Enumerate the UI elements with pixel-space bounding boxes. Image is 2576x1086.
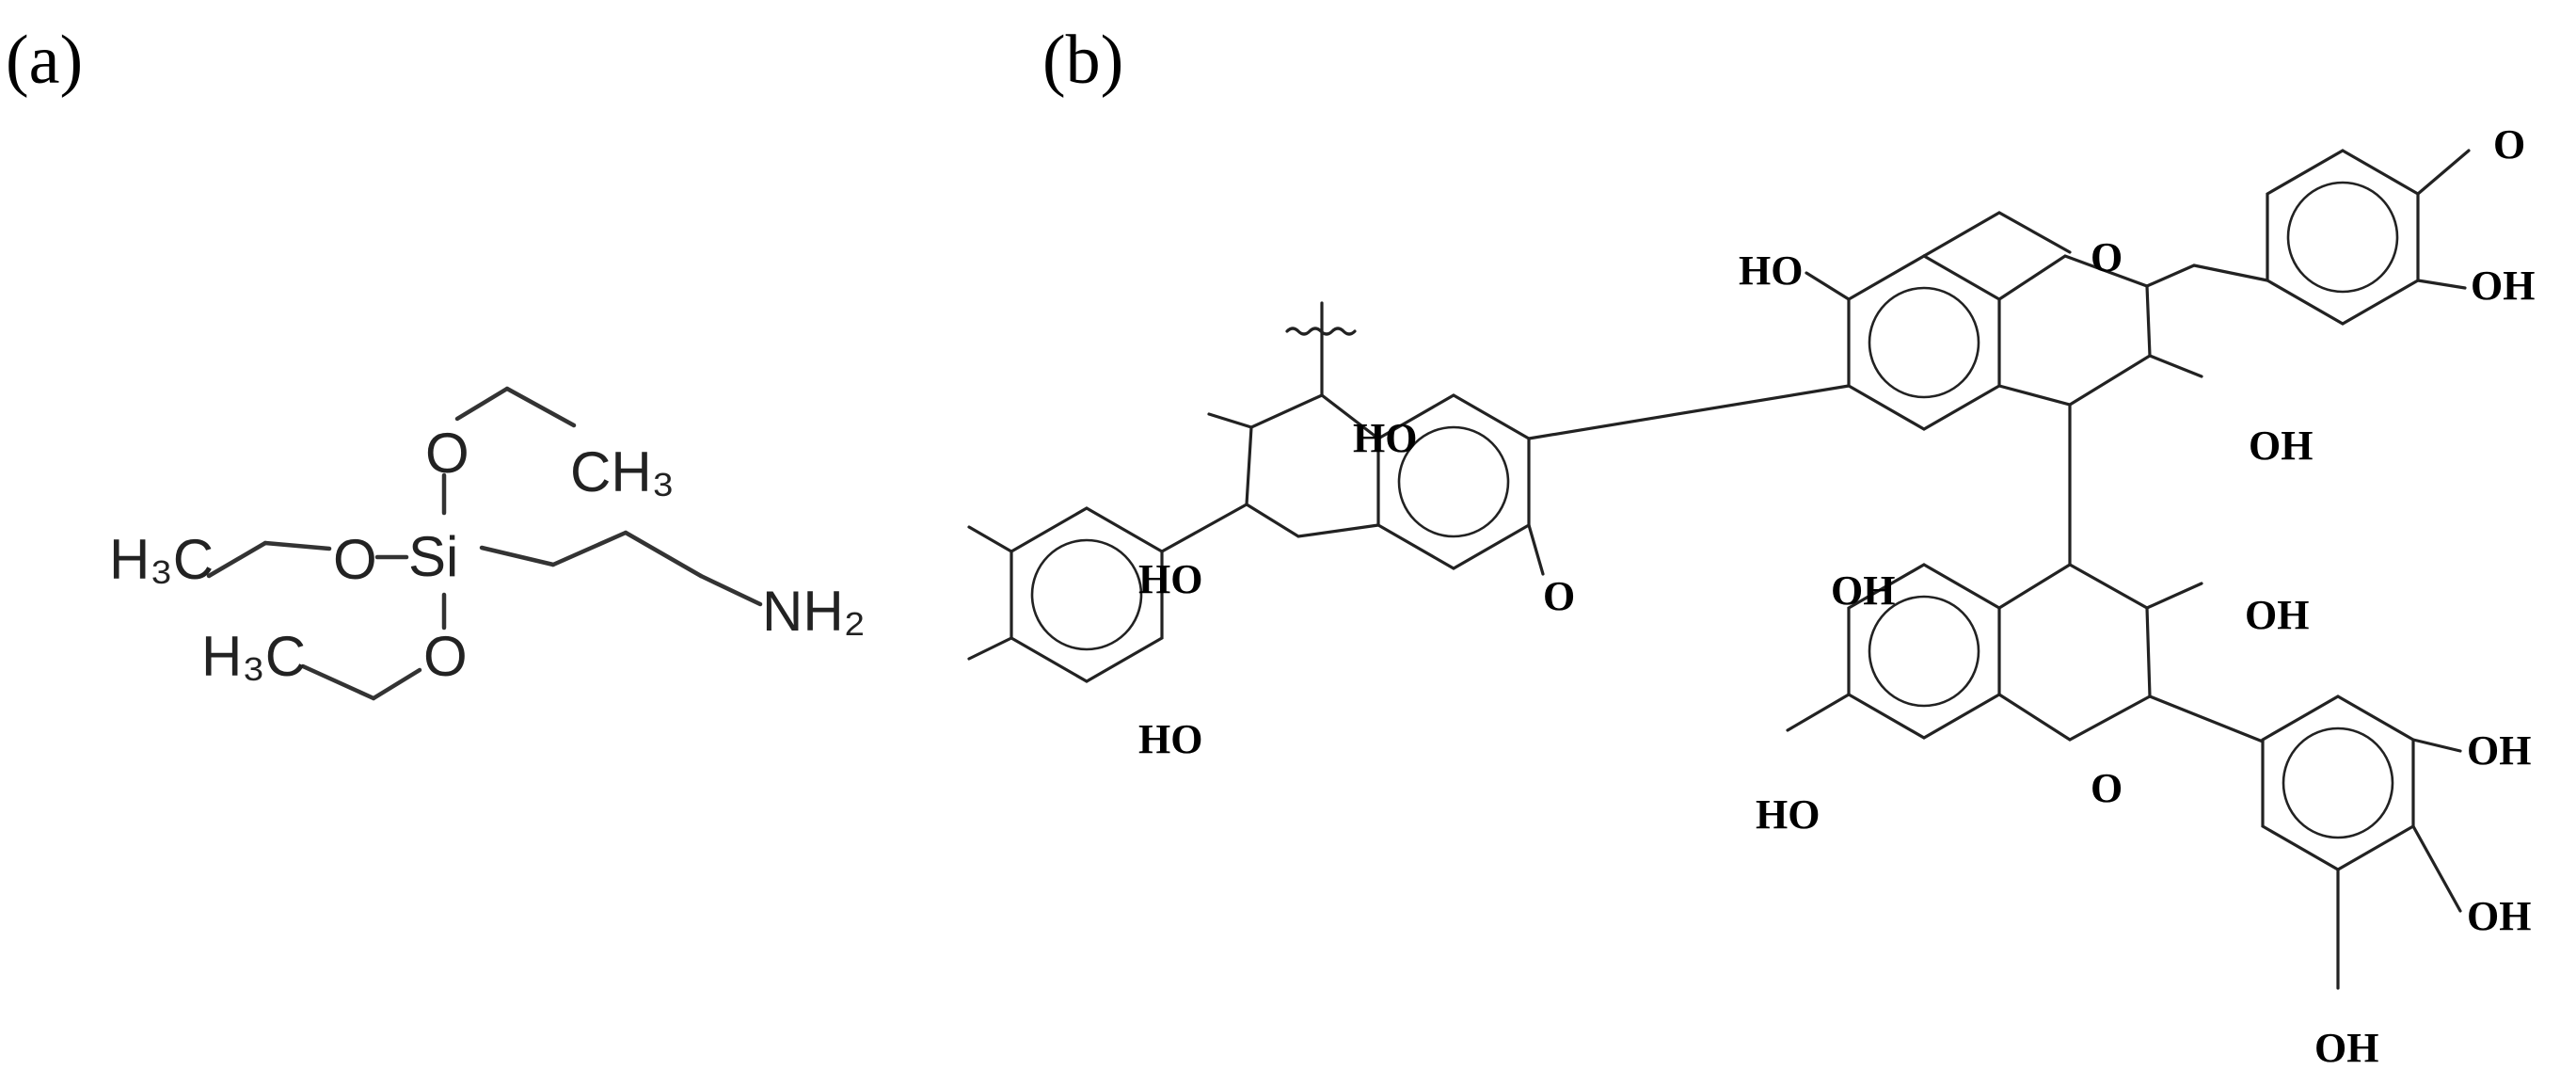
atom-oh-left-a: OH bbox=[1831, 567, 1895, 614]
ring-chroman-bottom bbox=[1786, 403, 2265, 743]
ring-pyrogallol bbox=[2261, 695, 2462, 990]
atom-ho-top: HO bbox=[1739, 248, 1803, 294]
ring-chroman-top bbox=[1805, 211, 2269, 431]
atom-oh-pyro-2: OH bbox=[2467, 893, 2531, 939]
atom-o-ring-bottom: O bbox=[2091, 765, 2123, 811]
atom-nh2: NH₂ bbox=[762, 580, 866, 643]
panel-label-a: (a) bbox=[6, 22, 83, 99]
atom-ho-bottom: HO bbox=[1756, 791, 1820, 838]
atom-o-bottom: O bbox=[423, 625, 468, 688]
molecule-tannin: O HO O OH OH HO HO HO O OH OH O HO OH OH… bbox=[967, 121, 2535, 1071]
atom-oh-pyro-3: OH bbox=[2314, 1025, 2378, 1071]
atom-o-top: O bbox=[425, 422, 469, 485]
atom-ho-c3-left: HO bbox=[1353, 415, 1417, 461]
atom-o-top-right: O bbox=[2493, 121, 2525, 168]
aptes-bonds bbox=[206, 386, 763, 701]
atom-ch3-top: CH₃ bbox=[570, 440, 675, 503]
molecule-aptes: O CH₃ H₃C O Si NH₂ H₃C O bbox=[109, 386, 866, 701]
atom-o-left: O bbox=[333, 528, 377, 591]
ring-catechol-left bbox=[967, 506, 1164, 683]
atom-ho-catechol-2: HO bbox=[1138, 716, 1202, 762]
atom-h3c-bottom: H₃C bbox=[201, 625, 306, 688]
atom-oh-c3-bottom: OH bbox=[2245, 592, 2309, 638]
atom-o-ring-top: O bbox=[2091, 234, 2123, 280]
atom-oh-catechol-top: OH bbox=[2471, 263, 2535, 309]
atom-ho-catechol-1: HO bbox=[1138, 556, 1202, 602]
ring-chroman-left bbox=[1160, 301, 1851, 576]
atom-h3c-left: H₃C bbox=[109, 528, 214, 591]
ring-catechol-top bbox=[2266, 149, 2471, 326]
atom-o-ring-left: O bbox=[1543, 573, 1575, 619]
atom-oh-pyro-1: OH bbox=[2467, 727, 2531, 774]
atom-oh-c3-top: OH bbox=[2249, 423, 2313, 469]
atom-si: Si bbox=[408, 525, 458, 588]
panel-label-b: (b) bbox=[1042, 22, 1123, 99]
